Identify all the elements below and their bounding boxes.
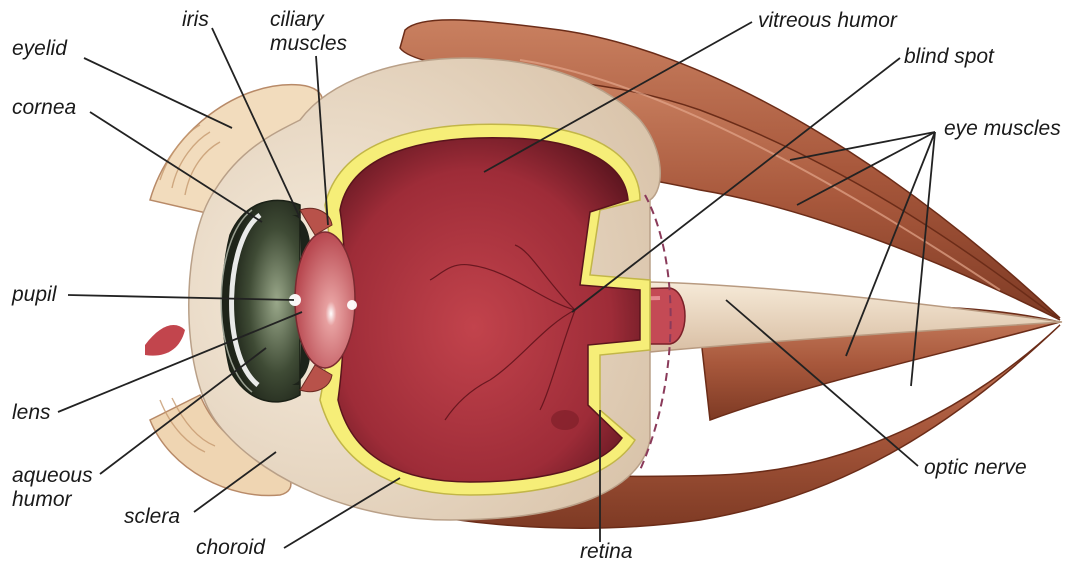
label-blind-spot: blind spot [904,45,994,69]
label-eye-muscles: eye muscles [944,117,1061,141]
label-vitreous-humor: vitreous humor [758,9,897,33]
label-aqueous-humor: aqueous humor [12,464,93,512]
label-optic-nerve: optic nerve [924,456,1027,480]
leader-eyelid [84,58,232,128]
label-sclera: sclera [124,505,180,529]
label-iris: iris [182,8,209,32]
label-eyelid: eyelid [12,37,67,61]
vitreous-body [338,138,640,482]
label-aqueous-line-2: humor [12,488,93,512]
label-retina: retina [580,540,633,564]
lens [295,232,355,368]
label-pupil: pupil [12,283,56,307]
label-choroid: choroid [196,536,265,560]
label-cornea: cornea [12,96,76,120]
label-ciliary-line-1: ciliary [270,8,347,32]
label-aqueous-line-1: aqueous [12,464,93,488]
label-lens: lens [12,401,51,425]
label-ciliary-line-2: muscles [270,32,347,56]
label-ciliary-muscles: ciliary muscles [270,8,347,56]
